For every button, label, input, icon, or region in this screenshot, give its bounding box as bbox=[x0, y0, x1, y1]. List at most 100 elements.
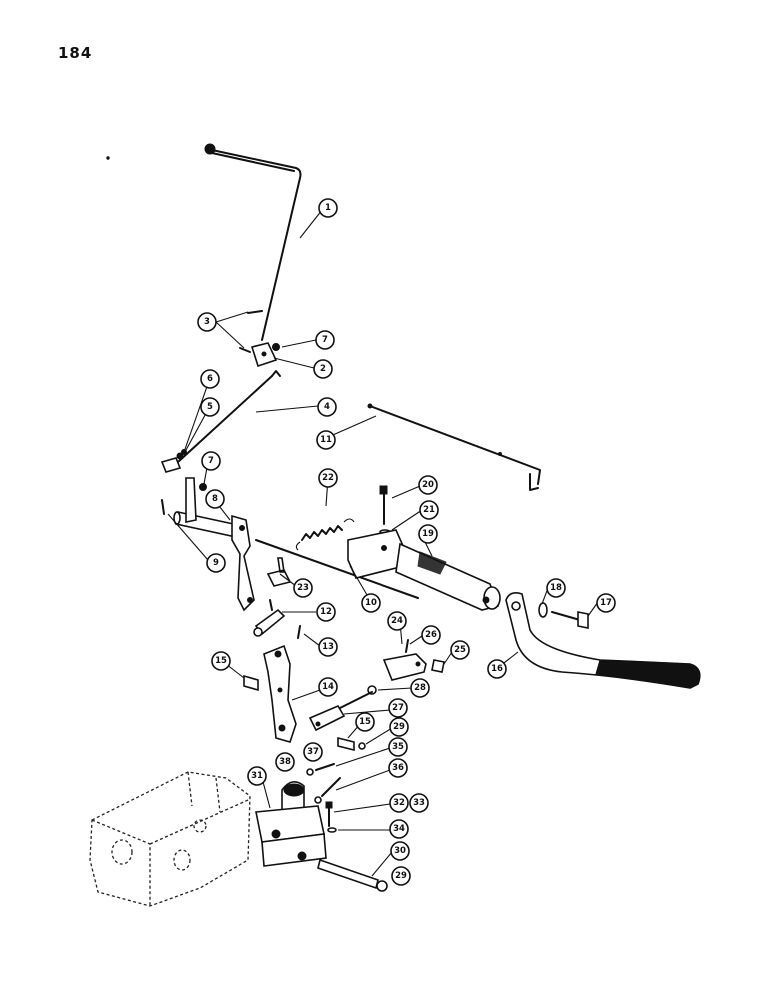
callout-36: 36 bbox=[388, 758, 408, 778]
callout-29-lower: 29 bbox=[391, 866, 411, 886]
page-number: 184 bbox=[58, 44, 93, 62]
part-small-bracket bbox=[266, 557, 292, 587]
callout-38: 38 bbox=[275, 752, 295, 772]
svg-text:14: 14 bbox=[322, 682, 334, 692]
part-pedal-bolt bbox=[538, 602, 589, 629]
callout-30: 30 bbox=[390, 841, 410, 861]
svg-text:9: 9 bbox=[213, 558, 219, 568]
callout-8: 8 bbox=[205, 489, 225, 509]
callout-14: 14 bbox=[318, 677, 338, 697]
part-cross-shaft bbox=[161, 477, 255, 612]
callout-32: 32 bbox=[389, 793, 409, 813]
callout-6: 6 bbox=[200, 369, 220, 389]
part-link-twelve bbox=[253, 599, 286, 637]
callout-18: 18 bbox=[546, 578, 566, 598]
svg-text:12: 12 bbox=[320, 607, 332, 617]
svg-text:8: 8 bbox=[212, 494, 218, 504]
svg-text:34: 34 bbox=[393, 824, 405, 834]
svg-text:15: 15 bbox=[215, 656, 227, 666]
svg-text:3: 3 bbox=[204, 317, 210, 327]
part-bell-crank bbox=[263, 644, 297, 743]
svg-text:7: 7 bbox=[208, 456, 214, 466]
svg-text:37: 37 bbox=[307, 747, 319, 757]
svg-text:24: 24 bbox=[391, 616, 403, 626]
svg-text:5: 5 bbox=[207, 402, 213, 412]
part-brake-pedal bbox=[505, 592, 701, 689]
callout-2: 2 bbox=[313, 359, 333, 379]
callout-29-upper: 29 bbox=[389, 717, 409, 737]
part-nut-lower bbox=[199, 483, 207, 491]
callout-1: 1 bbox=[318, 198, 338, 218]
callout-34: 34 bbox=[389, 819, 409, 839]
callout-11: 11 bbox=[316, 430, 336, 450]
part-bolt-twenty bbox=[379, 485, 391, 535]
part-hand-lever bbox=[204, 143, 302, 341]
callout-7-upper: 7 bbox=[315, 330, 335, 350]
part-valve-body bbox=[255, 781, 327, 867]
callout-4: 4 bbox=[317, 397, 337, 417]
callout-35: 35 bbox=[388, 737, 408, 757]
part-pedal-housing bbox=[347, 529, 501, 611]
callout-23: 23 bbox=[293, 578, 313, 598]
svg-text:16: 16 bbox=[491, 664, 503, 674]
callout-13: 13 bbox=[318, 637, 338, 657]
part-clip-twenty-nine bbox=[358, 742, 366, 750]
part-nut-upper bbox=[272, 343, 280, 351]
svg-text:17: 17 bbox=[600, 598, 612, 608]
callout-15-right: 15 bbox=[355, 712, 375, 732]
svg-text:31: 31 bbox=[251, 771, 263, 781]
callout-19: 19 bbox=[418, 524, 438, 544]
callout-25: 25 bbox=[450, 640, 470, 660]
part-long-rod bbox=[367, 403, 541, 491]
svg-text:29: 29 bbox=[393, 722, 405, 732]
part-screw-thirty-two bbox=[325, 801, 337, 833]
part-clevis-upper bbox=[382, 639, 445, 681]
part-pin-fifteen-left bbox=[243, 674, 259, 692]
part-pins bbox=[239, 310, 263, 353]
callout-5: 5 bbox=[200, 397, 220, 417]
svg-text:7: 7 bbox=[322, 335, 328, 345]
svg-text:25: 25 bbox=[454, 645, 466, 655]
speck-mark bbox=[106, 156, 110, 160]
callout-20: 20 bbox=[418, 475, 438, 495]
callout-24: 24 bbox=[387, 611, 407, 631]
svg-text:10: 10 bbox=[365, 598, 377, 608]
svg-text:22: 22 bbox=[322, 473, 334, 483]
part-rod-clevis bbox=[160, 449, 187, 473]
svg-text:2: 2 bbox=[320, 364, 326, 374]
svg-text:35: 35 bbox=[392, 742, 404, 752]
callout-22: 22 bbox=[318, 468, 338, 488]
callout-7-lower: 7 bbox=[201, 451, 221, 471]
svg-text:20: 20 bbox=[422, 480, 434, 490]
svg-text:23: 23 bbox=[297, 583, 309, 593]
callout-3: 3 bbox=[197, 312, 217, 332]
svg-text:6: 6 bbox=[207, 374, 213, 384]
svg-text:33: 33 bbox=[413, 798, 425, 808]
svg-text:15: 15 bbox=[359, 717, 371, 727]
svg-text:36: 36 bbox=[392, 763, 404, 773]
callout-12: 12 bbox=[316, 602, 336, 622]
part-long-pin bbox=[317, 858, 388, 892]
svg-text:26: 26 bbox=[425, 630, 437, 640]
svg-text:32: 32 bbox=[393, 798, 405, 808]
callout-26: 26 bbox=[421, 625, 441, 645]
svg-text:30: 30 bbox=[394, 846, 406, 856]
svg-text:19: 19 bbox=[422, 529, 434, 539]
part-clevis-lower bbox=[308, 685, 377, 732]
svg-text:1: 1 bbox=[325, 203, 331, 213]
callout-21: 21 bbox=[419, 500, 439, 520]
callout-16: 16 bbox=[487, 659, 507, 679]
callout-15-left: 15 bbox=[211, 651, 231, 671]
part-pin-thirteen bbox=[297, 625, 301, 639]
part-rod-ten bbox=[255, 539, 419, 599]
callout-9: 9 bbox=[206, 553, 226, 573]
svg-text:27: 27 bbox=[392, 703, 404, 713]
part-tension-spring bbox=[295, 518, 355, 551]
svg-text:21: 21 bbox=[423, 505, 435, 515]
callout-17: 17 bbox=[596, 593, 616, 613]
callout-31: 31 bbox=[247, 766, 267, 786]
svg-text:38: 38 bbox=[279, 757, 291, 767]
callout-10: 10 bbox=[361, 593, 381, 613]
svg-text:4: 4 bbox=[324, 402, 330, 412]
callout-27: 27 bbox=[388, 698, 408, 718]
